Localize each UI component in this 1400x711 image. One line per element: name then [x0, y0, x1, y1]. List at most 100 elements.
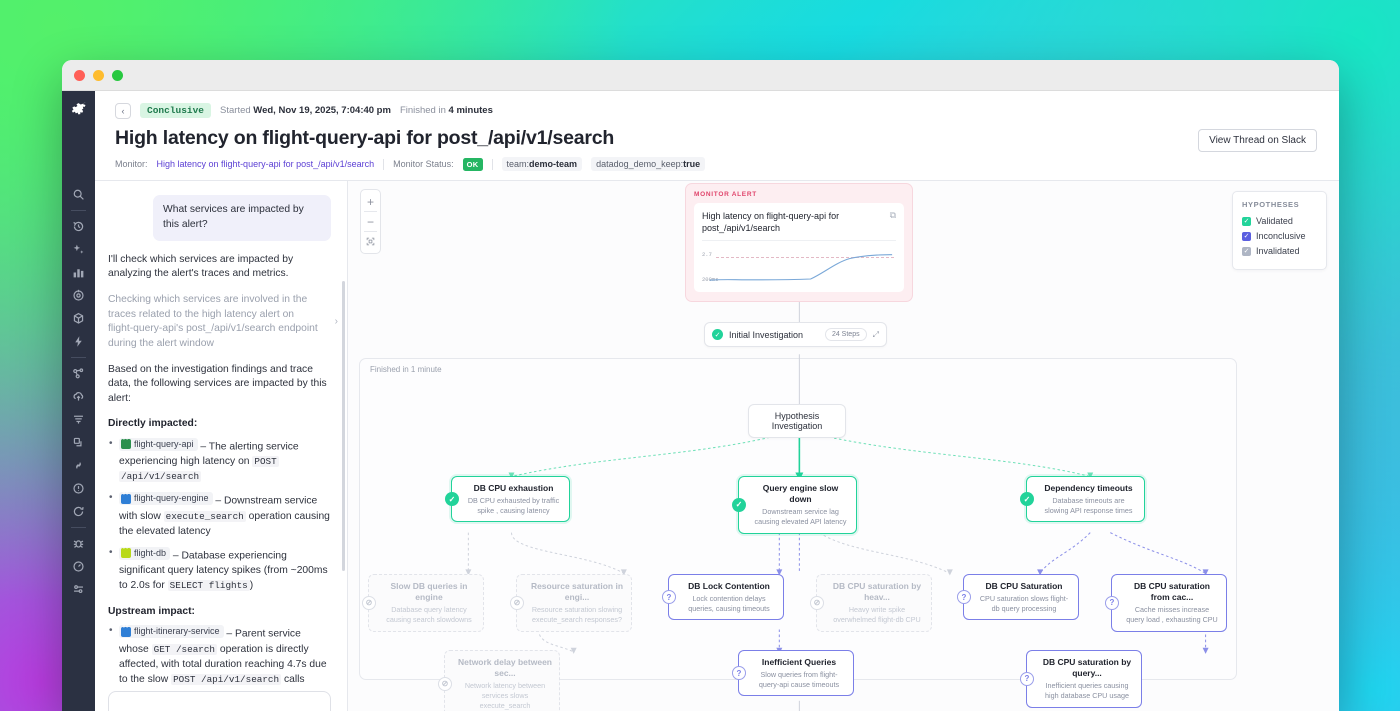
invalidated-badge-icon: ⊘ [362, 595, 376, 610]
maximize-window-button[interactable] [112, 69, 123, 81]
monitor-status-badge: OK [462, 157, 483, 171]
legend-item-inconclusive[interactable]: ✓ Inconclusive [1242, 231, 1306, 241]
hypothesis-card-db-cpu-saturation-heavy-write[interactable]: ⊘ DB CPU saturation by heav... Heavy wri… [810, 574, 932, 632]
service-pill[interactable]: flight-itinerary-service [119, 623, 224, 639]
bolt-icon[interactable] [68, 330, 90, 352]
service-pill[interactable]: flight-query-engine [119, 490, 213, 506]
hypotheses-legend: HYPOTHESES ✓ Validated ✓ Inconclusive ✓ … [1232, 191, 1327, 270]
directly-impacted-list: flight-query-api – The alerting service … [108, 435, 331, 594]
inconclusive-badge-icon: ? [1105, 595, 1119, 610]
service-map-icon[interactable] [68, 362, 90, 384]
hypothesis-card-db-lock-contention[interactable]: ? DB Lock Contention Lock contention del… [662, 574, 784, 621]
hypothesis-card-network-delay[interactable]: ⊘ Network delay between sec... Network l… [438, 650, 560, 711]
hypothesis-card-resource-saturation[interactable]: ⊘ Resource saturation in engi... Resourc… [510, 574, 632, 632]
hypothesis-card-db-cpu-saturation-cache[interactable]: ? DB CPU saturation from cac... Cache mi… [1105, 574, 1227, 632]
link-icon[interactable] [68, 454, 90, 476]
directly-impacted-heading: Directly impacted: [108, 418, 198, 430]
latency-sparkline-chart: 2.7 200ms [702, 240, 896, 288]
hypothesis-root-label: Hypothesis Investigation [771, 411, 823, 431]
hypothesis-investigation-node[interactable]: Hypothesis Investigation [748, 404, 846, 438]
legend-item-invalidated[interactable]: ✓ Invalidated [1242, 246, 1300, 256]
conversation-scrollbar[interactable] [342, 281, 345, 571]
group-duration-label: Finished in 1 minute [370, 365, 442, 374]
page-header: ‹ Conclusive Started Wed, Nov 19, 2025, … [95, 91, 1339, 180]
zoom-controls: + − [360, 189, 381, 254]
hypothesis-card-inefficient-queries[interactable]: ? Inefficient Queries Slow queries from … [732, 650, 854, 697]
conversation-panel: What services are impacted by this alert… [95, 181, 348, 711]
legend-item-validated[interactable]: ✓ Validated [1242, 216, 1293, 226]
zoom-in-button[interactable]: + [366, 194, 374, 209]
dashboard-icon[interactable] [68, 261, 90, 283]
datadog-logo-icon[interactable] [67, 97, 91, 121]
monitor-label: Monitor: [115, 159, 148, 169]
upstream-impact-heading: Upstream impact: [108, 605, 195, 617]
chevron-right-icon[interactable]: › [334, 316, 338, 328]
monitor-link[interactable]: High latency on flight-query-api for pos… [156, 159, 375, 169]
refresh-icon[interactable] [68, 500, 90, 522]
hypothesis-card-dependency-timeouts[interactable]: ✓ Dependency timeouts Database timeouts … [1020, 476, 1145, 523]
user-message: What services are impacted by this alert… [153, 195, 331, 241]
speedometer-icon[interactable] [68, 555, 90, 577]
cube-icon[interactable] [68, 307, 90, 329]
left-nav-rail [62, 91, 95, 711]
rail-divider-3 [71, 527, 86, 528]
inconclusive-badge-icon: ? [732, 666, 746, 681]
external-link-icon[interactable]: ⧉ [889, 210, 896, 220]
window-titlebar [62, 60, 1339, 91]
inconclusive-checkbox-icon[interactable]: ✓ [1242, 231, 1251, 241]
y-tick-base: 200ms [702, 276, 719, 284]
target-icon[interactable] [68, 284, 90, 306]
error-icon[interactable] [68, 477, 90, 499]
steps-badge: 24 Steps [824, 328, 867, 341]
logs-icon[interactable] [68, 408, 90, 430]
back-button[interactable]: ‹ [115, 102, 131, 119]
page-title: High latency on flight-query-api for pos… [115, 127, 615, 149]
list-item: flight-query-engine – Downstream service… [108, 490, 331, 539]
minimize-window-button[interactable] [93, 69, 104, 81]
close-window-button[interactable] [74, 69, 85, 81]
divider [364, 231, 377, 232]
fit-screen-icon[interactable] [361, 233, 380, 250]
tool-step-summary[interactable]: Checking which services are involved in … [108, 294, 338, 349]
list-item: flight-db – Database experiencing signif… [108, 544, 331, 594]
traces-icon[interactable] [68, 431, 90, 453]
list-item: flight-itinerary-service – Parent servic… [108, 623, 331, 687]
settings-sliders-icon[interactable] [68, 578, 90, 600]
initial-investigation-node[interactable]: ✓ Initial Investigation 24 Steps ⤢ [704, 322, 887, 347]
service-pill[interactable]: flight-query-api [119, 435, 198, 451]
invalidated-badge-icon: ⊘ [810, 595, 824, 610]
list-item: flight-query-api – The alerting service … [108, 435, 331, 485]
validated-check-icon: ✓ [712, 329, 723, 340]
tag-demo-keep: datadog_demo_keep:true [591, 157, 706, 171]
bug-icon[interactable] [68, 532, 90, 554]
monitor-status-label: Monitor Status: [393, 159, 454, 169]
inconclusive-badge-icon: ? [662, 590, 676, 605]
invalidated-checkbox-icon[interactable]: ✓ [1242, 246, 1251, 256]
service-icon [121, 544, 131, 559]
service-pill[interactable]: flight-db [119, 544, 171, 560]
status-badge: Conclusive [140, 103, 212, 118]
monitor-alert-card[interactable]: MONITOR ALERT High latency on flight-que… [685, 183, 913, 303]
rail-divider-2 [71, 357, 86, 358]
chat-input[interactable] [108, 691, 331, 711]
investigation-graph-canvas[interactable]: + − HYPOTHESES ✓ Validated [348, 181, 1339, 711]
history-icon[interactable] [68, 215, 90, 237]
service-icon [121, 435, 131, 450]
hypothesis-card-db-cpu-saturation[interactable]: ? DB CPU Saturation CPU saturation slows… [957, 574, 1079, 621]
invalidated-badge-icon: ⊘ [438, 676, 452, 691]
hypothesis-card-db-cpu-saturation-by-query[interactable]: ? DB CPU saturation by query... Ineffici… [1020, 650, 1142, 708]
zoom-out-button[interactable]: − [366, 214, 374, 229]
search-icon[interactable] [68, 183, 90, 205]
expand-icon[interactable]: ⤢ [872, 329, 879, 339]
hypothesis-card-slow-db-queries[interactable]: ⊘ Slow DB queries in engine Database que… [362, 574, 484, 632]
hypothesis-card-db-cpu-exhaustion[interactable]: ✓ DB CPU exhaustion DB CPU exhausted by … [445, 476, 570, 523]
service-icon [121, 490, 131, 504]
validated-badge-icon: ✓ [445, 492, 459, 507]
upstream-impact-list: flight-itinerary-service – Parent servic… [108, 623, 331, 687]
view-thread-on-slack-button[interactable]: View Thread on Slack [1198, 129, 1317, 152]
app-window: ‹ Conclusive Started Wed, Nov 19, 2025, … [62, 60, 1339, 711]
sparkle-icon[interactable] [68, 238, 90, 260]
cloud-upload-icon[interactable] [68, 385, 90, 407]
validated-checkbox-icon[interactable]: ✓ [1242, 216, 1251, 226]
hypothesis-card-query-engine-slow-down[interactable]: ✓ Query engine slow down Downstream serv… [732, 476, 857, 534]
